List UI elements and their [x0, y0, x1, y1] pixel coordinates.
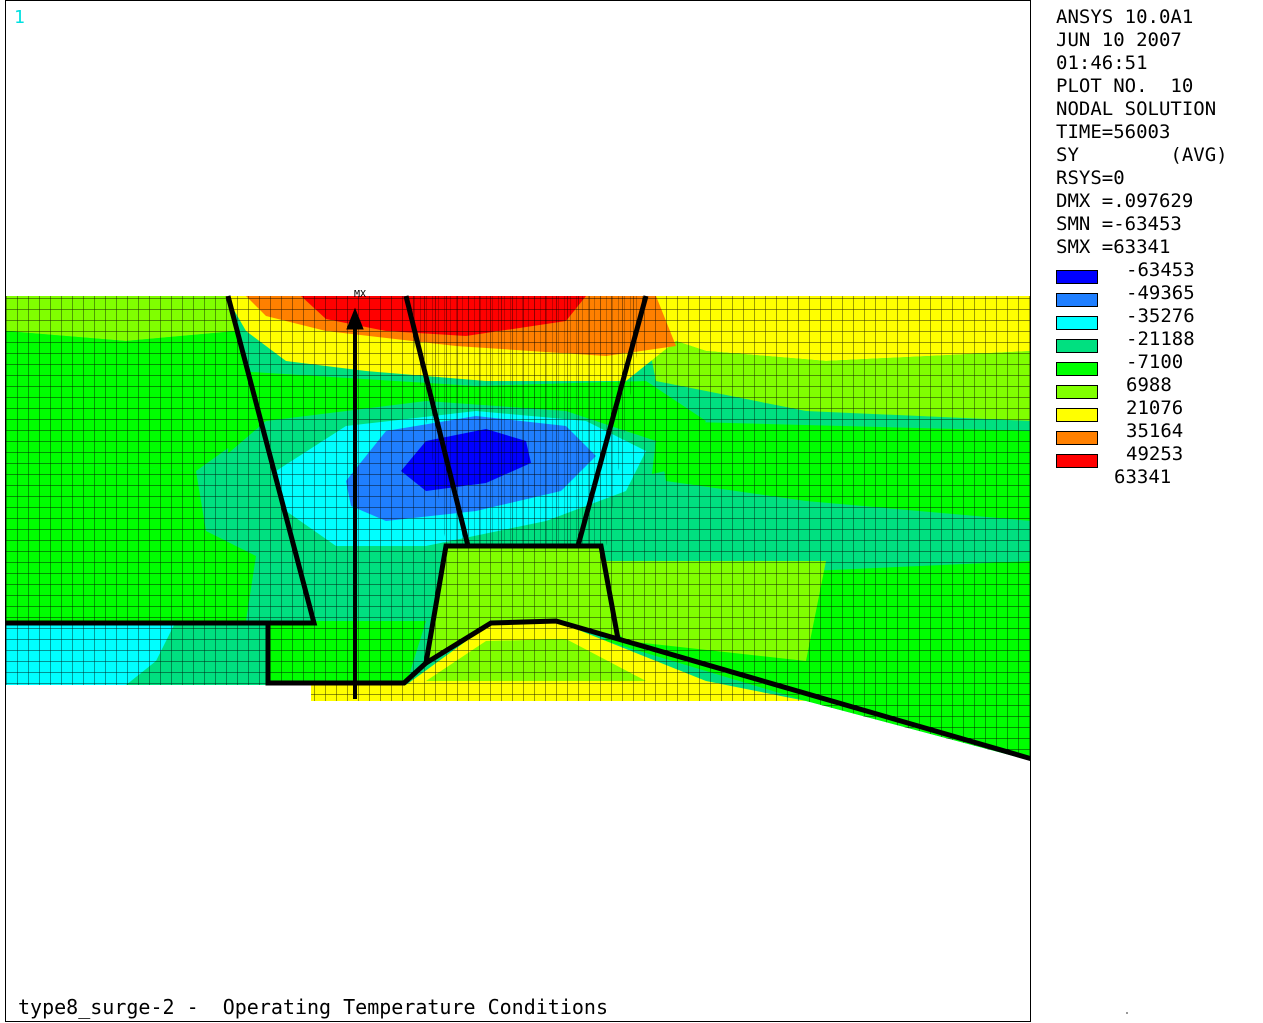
legend-value: -49365	[1126, 282, 1195, 304]
legend-swatch	[1056, 454, 1098, 468]
max-marker-label: MX	[354, 289, 366, 300]
window-number: 1	[14, 7, 25, 28]
info-line: JUN 10 2007	[1056, 29, 1182, 51]
info-line: TIME=56003	[1056, 121, 1171, 143]
legend-entry: 35164	[1056, 420, 1261, 445]
legend-entry: 21076	[1056, 397, 1261, 422]
legend-entry: -49365	[1056, 282, 1261, 307]
legend-swatch	[1056, 270, 1098, 284]
info-line: 01:46:51	[1056, 52, 1148, 74]
info-line: NODAL SOLUTION	[1056, 98, 1217, 120]
plot-title: type8_surge-2 - Operating Temperature Co…	[18, 995, 609, 1019]
corner-mark	[1126, 1012, 1128, 1014]
legend-swatch	[1056, 385, 1098, 399]
legend-value: 35164	[1126, 420, 1184, 442]
info-line: SY (AVG)	[1056, 144, 1228, 166]
legend-swatch	[1056, 293, 1098, 307]
legend-swatch	[1056, 431, 1098, 445]
legend-swatch	[1056, 316, 1098, 330]
info-line: SMN =-63453	[1056, 213, 1182, 235]
legend-entry: 6988	[1056, 374, 1261, 399]
max-marker	[346, 307, 364, 699]
contour-plot: MX	[6, 289, 1030, 762]
legend-value: -21188	[1126, 328, 1195, 350]
geometry-boundary	[6, 295, 1030, 762]
plot-viewport[interactable]: 1	[5, 0, 1031, 1022]
legend-value: 21076	[1126, 397, 1184, 419]
legend-max-value: 63341	[1114, 466, 1172, 488]
legend-value: -7100	[1126, 351, 1184, 373]
legend-swatch	[1056, 362, 1098, 376]
legend-value: 49253	[1126, 443, 1184, 465]
info-line: RSYS=0	[1056, 167, 1125, 189]
info-line: ANSYS 10.0A1	[1056, 6, 1194, 28]
legend-value: -63453	[1126, 259, 1195, 281]
info-line: PLOT NO. 10	[1056, 75, 1194, 97]
legend-swatch	[1056, 408, 1098, 422]
info-line: DMX =.097629	[1056, 190, 1194, 212]
info-line: SMX =63341	[1056, 236, 1171, 258]
legend-entry: 49253	[1056, 443, 1261, 468]
legend-entry: -35276	[1056, 305, 1261, 330]
legend-value: 6988	[1126, 374, 1172, 396]
legend-entry: -63453	[1056, 259, 1261, 284]
legend-entry: -7100	[1056, 351, 1261, 376]
legend-value: -35276	[1126, 305, 1195, 327]
contour-field	[6, 296, 1030, 761]
legend-swatch	[1056, 339, 1098, 353]
legend-entry: -21188	[1056, 328, 1261, 353]
